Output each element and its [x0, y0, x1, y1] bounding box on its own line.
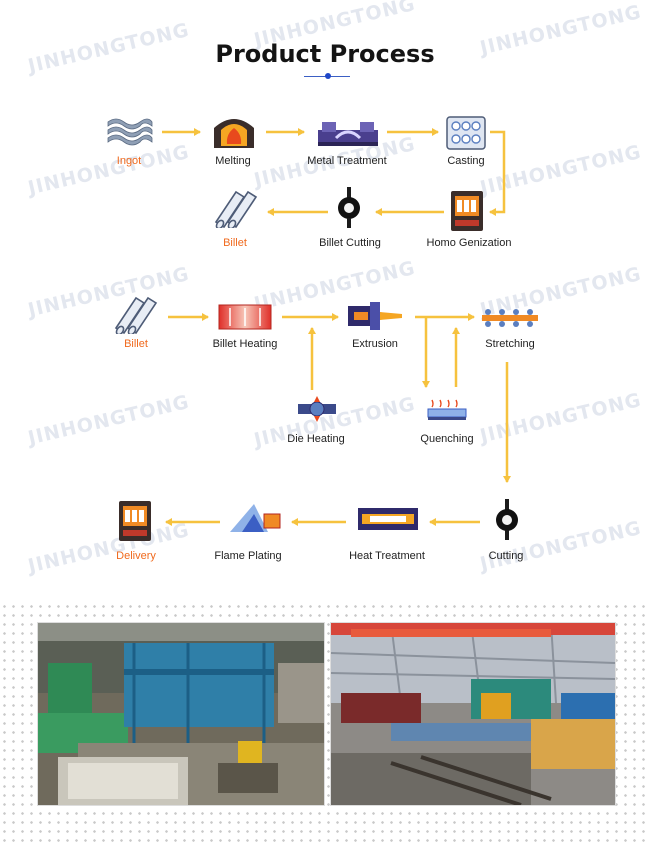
label-delivery: Delivery: [116, 550, 156, 562]
heating-oven-icon: [218, 304, 272, 330]
extrusion-press-icon: [348, 302, 402, 330]
quench-tank-icon: [427, 399, 467, 420]
saw-blade-icon: [496, 499, 518, 540]
saw-blade-icon: [338, 187, 360, 228]
heat-treatment-oven-icon: [358, 508, 418, 530]
treatment-icon: [318, 122, 378, 146]
label-billet-cutting: Billet Cutting: [319, 237, 381, 249]
factory-extrusion-line-photo: [37, 622, 325, 806]
label-cutting: Cutting: [488, 550, 524, 562]
flame-plating-icon: [230, 504, 281, 532]
delivery-machine-icon: [119, 501, 151, 541]
label-flame-plating: Flame Plating: [214, 550, 282, 562]
furnace-icon: [214, 119, 254, 148]
billet-rods-icon: [114, 296, 158, 334]
label-die-heating: Die Heating: [287, 433, 345, 445]
arrow-casting-homogenization: [489, 130, 506, 216]
die-heater-icon: [298, 396, 336, 422]
label-casting: Casting: [447, 155, 485, 167]
label-extrusion: Extrusion: [352, 338, 398, 350]
label-billet-1: Billet: [223, 237, 247, 249]
label-melting: Melting: [215, 155, 251, 167]
page-title: Product Process: [215, 40, 435, 68]
homogenization-furnace-icon: [451, 191, 483, 231]
billet-rods-icon: [214, 190, 258, 228]
title-dot: [325, 73, 331, 79]
label-ingot: Ingot: [116, 155, 142, 167]
label-billet-2: Billet: [124, 338, 148, 350]
ingot-stack-icon: [107, 118, 153, 146]
flow-arrows: [162, 128, 511, 526]
label-stretching: Stretching: [485, 338, 535, 350]
label-homogenization: Homo Genization: [426, 237, 512, 249]
label-metal-treatment: Metal Treatment: [307, 155, 387, 167]
casting-mold-icon: [446, 116, 486, 150]
factory-workshop-photo: [330, 622, 616, 806]
label-heat-treatment: Heat Treatment: [349, 550, 425, 562]
label-quenching: Quenching: [420, 433, 474, 445]
stretcher-icon: [482, 309, 538, 327]
label-billet-heating: Billet Heating: [212, 338, 278, 350]
